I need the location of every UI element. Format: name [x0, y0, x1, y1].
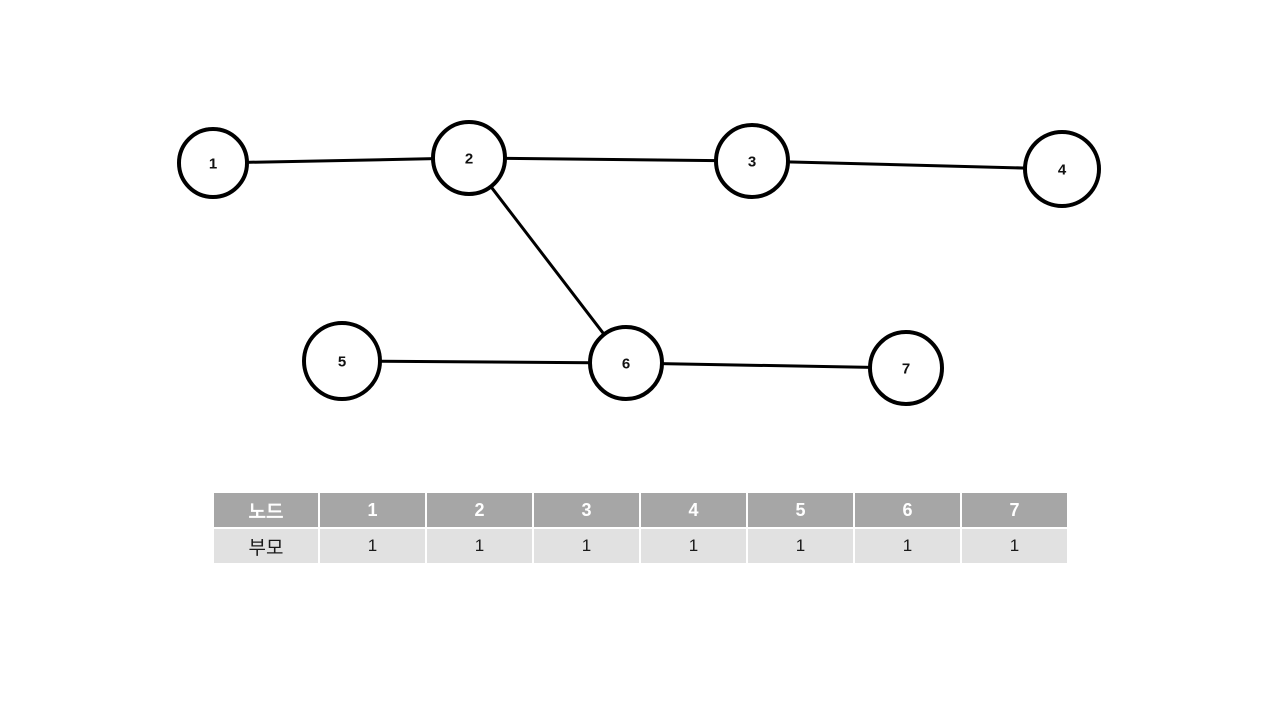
table-header-node-6: 6: [855, 493, 960, 527]
graph-node-4[interactable]: 4: [1023, 130, 1101, 208]
table-cell-parent-of-3: 1: [534, 529, 639, 563]
table-header-node-2: 2: [427, 493, 532, 527]
graph-node-circle-5: [302, 321, 382, 401]
graph-node-5[interactable]: 5: [302, 321, 382, 401]
table-header-node-4: 4: [641, 493, 746, 527]
table-cell-parent-of-7: 1: [962, 529, 1067, 563]
graph-edge-2-6: [489, 184, 606, 337]
graph-edge-2-3: [503, 156, 718, 163]
graph-node-3[interactable]: 3: [714, 123, 790, 199]
graph-edge-6-7: [660, 362, 872, 369]
table-header-node-5: 5: [748, 493, 853, 527]
table-header-node-1: 1: [320, 493, 425, 527]
graph-edge-5-6: [378, 359, 592, 365]
graph-edges-layer: [245, 156, 1027, 369]
table-header-node-label: 노드: [214, 493, 318, 527]
graph-node-circle-3: [714, 123, 790, 199]
graph-edge-3-4: [786, 160, 1027, 170]
graph-node-label-3: 3: [748, 154, 756, 171]
graph-node-circle-7: [868, 330, 944, 406]
graph-node-circle-6: [588, 325, 664, 401]
table-cell-parent-of-2: 1: [427, 529, 532, 563]
graph-node-label-2: 2: [465, 151, 473, 168]
graph-edge-1-2: [245, 157, 435, 164]
graph-node-label-7: 7: [902, 361, 910, 378]
graph-node-circle-2: [431, 120, 507, 196]
graph-node-7[interactable]: 7: [868, 330, 944, 406]
graph-node-label-6: 6: [622, 356, 630, 373]
graph-node-label-1: 1: [209, 156, 217, 173]
graph-node-2[interactable]: 2: [431, 120, 507, 196]
table-cell-parent-of-6: 1: [855, 529, 960, 563]
table-cell-parent-of-5: 1: [748, 529, 853, 563]
table-cell-parent-of-4: 1: [641, 529, 746, 563]
table-row-parent-label: 부모: [214, 529, 318, 563]
graph-node-label-5: 5: [338, 354, 346, 371]
table-header-node-7: 7: [962, 493, 1067, 527]
graph-diagram: 1 2 3 4 5 6 7: [177, 120, 1101, 406]
table-cell-parent-of-1: 1: [320, 529, 425, 563]
table-header-node-3: 3: [534, 493, 639, 527]
graph-node-circle-1: [177, 127, 249, 199]
graph-nodes-layer: 1 2 3 4 5 6 7: [177, 120, 1101, 406]
graph-node-1[interactable]: 1: [177, 127, 249, 199]
graph-node-6[interactable]: 6: [588, 325, 664, 401]
graph-node-label-4: 4: [1058, 162, 1067, 179]
graph-node-circle-4: [1023, 130, 1101, 208]
